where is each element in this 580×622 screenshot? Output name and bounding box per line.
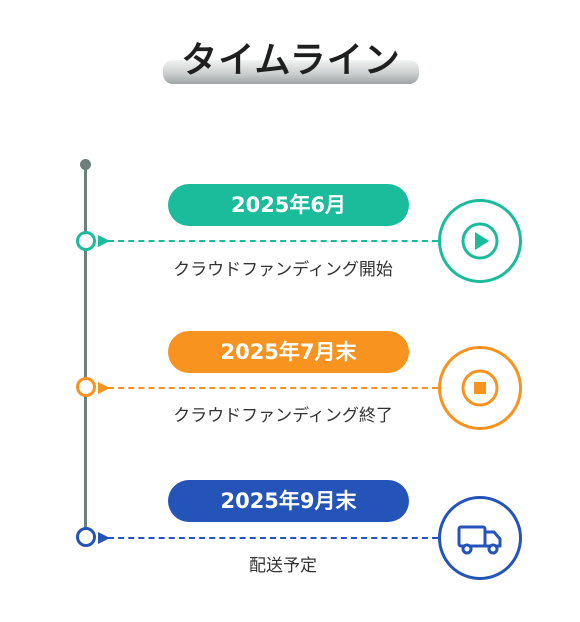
milestone-3-icon-badge (438, 496, 522, 580)
milestone-1-connector (108, 240, 438, 242)
milestone-1-icon-badge (438, 199, 522, 283)
milestone-1-arrow (98, 235, 110, 247)
milestone-2-icon-badge (438, 346, 522, 430)
milestone-2-arrow (98, 382, 110, 394)
delivery-truck-icon (457, 525, 502, 555)
stop-icon (461, 369, 499, 407)
timeline-spine (84, 165, 87, 537)
milestone-3-node (76, 527, 96, 547)
title-underline (163, 60, 419, 84)
milestone-1-node (76, 231, 96, 251)
timeline-start-dot (80, 159, 91, 170)
milestone-2-connector (108, 387, 438, 389)
milestone-3-connector (108, 537, 438, 539)
title-text: タイムライン (181, 40, 401, 81)
milestone-3-description: 配送予定 (249, 556, 317, 576)
play-icon (461, 222, 499, 260)
milestone-3-date-pill: 2025年9月末 (168, 480, 409, 522)
milestone-1-description: クラウドファンディング開始 (173, 260, 393, 280)
milestone-2-description: クラウドファンディング終了 (173, 406, 393, 426)
milestone-1-date-pill: 2025年6月 (168, 184, 409, 226)
milestone-3-arrow (98, 532, 110, 544)
timeline-title: タイムライン (163, 36, 419, 86)
milestone-2-date-pill: 2025年7月末 (168, 331, 409, 373)
milestone-2-node (76, 377, 96, 397)
